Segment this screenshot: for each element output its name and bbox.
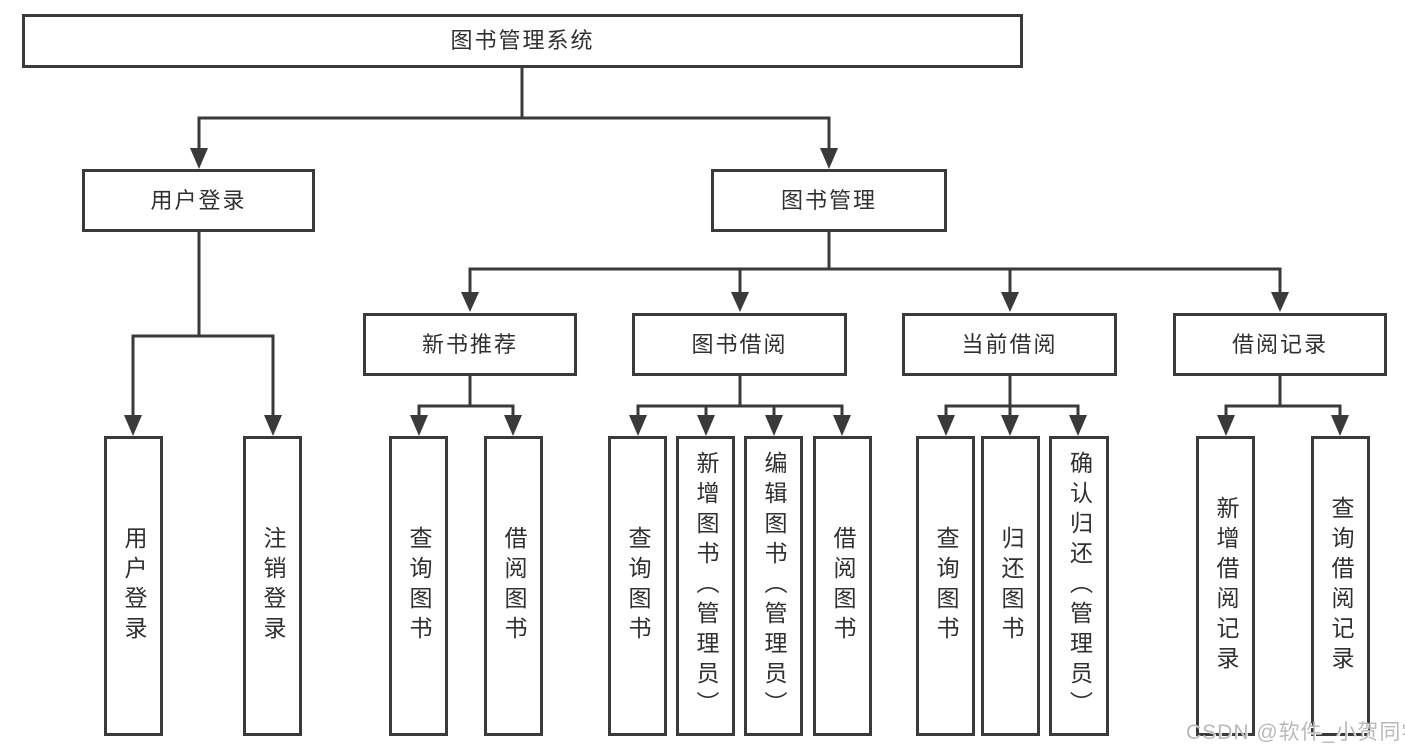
arrowheads-current-leaves <box>937 415 1087 436</box>
connector-borrow-branch <box>636 376 844 417</box>
connector-root-to-level2 <box>197 66 831 150</box>
node-current-borrow-branch: 当前借阅 <box>902 313 1117 376</box>
node-borrow-record-branch: 借阅记录 <box>1173 313 1387 376</box>
connector-newbook-branch <box>417 376 515 417</box>
leaf-return-book: 归还图书 <box>981 436 1040 736</box>
leaf-edit-book-admin: 编辑图书（管理员） <box>744 436 803 736</box>
connector-mgmt-to-level3 <box>468 232 1282 294</box>
watermark: CSDN @软件_小贺同学 <box>1186 721 1405 744</box>
leaf-borrow-books-newbook: 借阅图书 <box>484 436 543 736</box>
node-book-borrow-branch: 图书借阅 <box>632 313 847 376</box>
leaf-query-books-current: 查询图书 <box>916 436 975 736</box>
node-book-mgmt-branch: 图书管理 <box>711 169 947 232</box>
arrowheads-borrow-leaves <box>629 415 851 436</box>
leaf-borrow-books-borrow: 借阅图书 <box>813 436 872 736</box>
leaf-query-books-newbook: 查询图书 <box>389 436 448 736</box>
node-user-login-branch: 用户登录 <box>82 169 315 232</box>
leaf-user-login: 用户登录 <box>104 436 163 736</box>
connector-login-branch <box>131 232 275 417</box>
arrowheads-level3 <box>461 292 1289 312</box>
arrowheads-newbook-leaves <box>410 415 522 436</box>
leaf-query-borrow-record: 查询借阅记录 <box>1311 436 1370 736</box>
leaf-add-book-admin: 新增图书（管理员） <box>676 436 735 736</box>
node-new-book-branch: 新书推荐 <box>363 313 577 376</box>
leaf-query-books-borrow: 查询图书 <box>608 436 667 736</box>
connector-current-branch <box>944 376 1080 417</box>
arrowheads-login-leaves <box>124 415 282 436</box>
node-root-system: 图书管理系统 <box>22 14 1023 68</box>
connector-record-branch <box>1224 376 1342 417</box>
arrowheads-record-leaves <box>1217 415 1349 436</box>
leaf-add-borrow-record: 新增借阅记录 <box>1196 436 1255 736</box>
arrowheads-level2 <box>190 148 838 169</box>
leaf-confirm-return-admin: 确认归还（管理员） <box>1049 436 1109 736</box>
leaf-logout: 注销登录 <box>243 436 302 736</box>
